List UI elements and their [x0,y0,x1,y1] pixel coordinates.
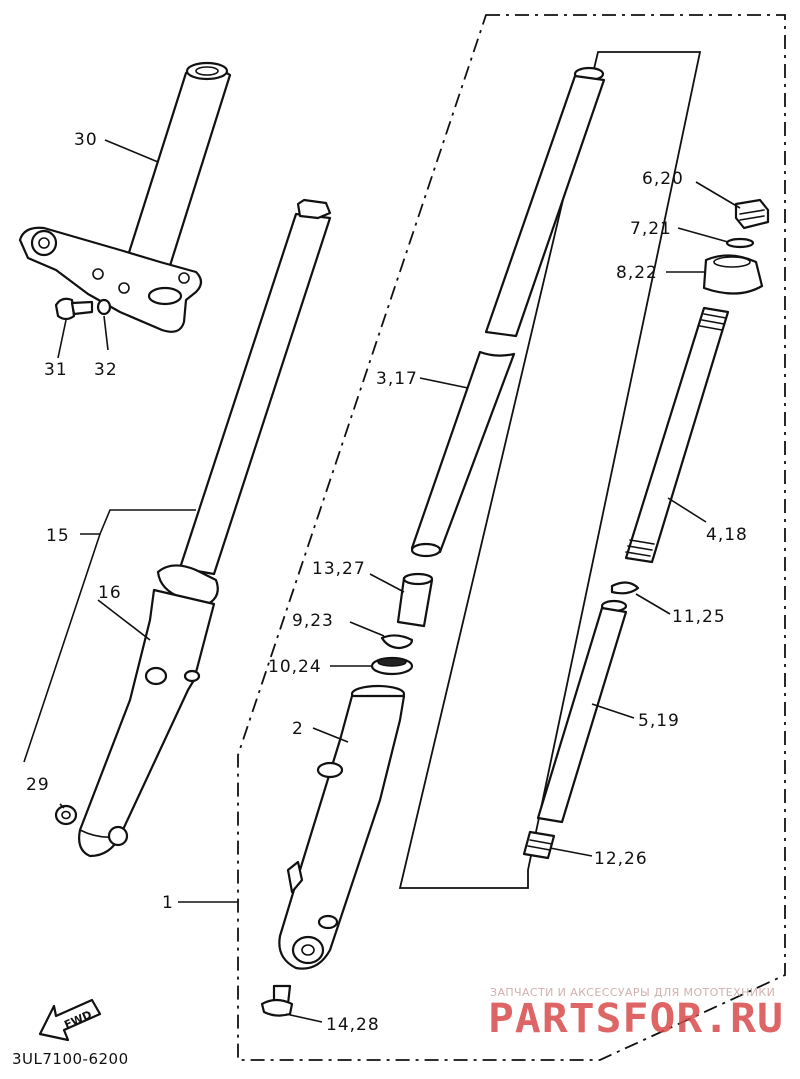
leader-lines [23,139,741,1023]
damper-rod-3-17-part [410,66,606,558]
watermark-tagline: ЗАПЧАСТИ И АКСЕССУАРЫ ДЛЯ МОТОТЕХНИКИ [490,986,775,999]
steering-stem-part [18,61,232,333]
callout-5-19: 5,19 [638,711,680,731]
diagram-code: 3UL7100-6200 [12,1050,129,1068]
watermark-logo: ЗАПЧАСТИ И АКСЕССУАРЫ ДЛЯ МОТОТЕХНИКИ PA… [488,986,784,1042]
callout-31: 31 [44,360,68,380]
bolt-14-28-part [260,984,294,1017]
callout-30: 30 [74,130,98,150]
watermark-brand: PARTSFOR.RU [488,996,784,1042]
callout-2: 2 [292,719,304,739]
callout-7-21: 7,21 [630,219,672,239]
bolt-31-part [54,297,94,321]
callout-4-18: 4,18 [706,525,748,545]
callout-29: 29 [26,775,50,795]
cap-bolt-6-20-part [734,198,770,230]
outer-tube-2-part [278,684,406,970]
oil-seal-10-24-part [370,656,414,676]
callout-13-27: 13,27 [312,559,366,579]
washer-29-part [54,804,78,826]
clip-9-23-part [380,634,414,650]
spring-4-18-part [624,306,730,564]
callout-32: 32 [94,360,118,380]
callout-15: 15 [46,526,70,546]
spring-12-26-part [522,830,556,860]
washer-32-part [96,298,112,316]
fwd-arrow-icon: FWD [38,998,102,1042]
callout-10-24: 10,24 [268,657,322,677]
callout-9-23: 9,23 [292,611,334,631]
assembly-frame-dashed [237,14,786,1061]
o-ring-7-21-part [725,237,755,249]
circlip-11-25-part [610,581,640,595]
callout-1: 1 [162,893,174,913]
callout-8-22: 8,22 [616,263,658,283]
callout-6-20: 6,20 [642,169,684,189]
callout-3-17: 3,17 [376,369,418,389]
inner-group-frame [398,51,702,889]
cap-8-22-part [702,254,764,295]
callout-11-25: 11,25 [672,607,726,627]
left-fork-assembly-part [78,198,332,858]
rod-5-19-part [536,599,628,824]
callout-16: 16 [98,583,122,603]
callout-14-28: 14,28 [326,1015,380,1035]
callout-12-26: 12,26 [594,849,648,869]
bushing-13-27-part [396,572,434,628]
